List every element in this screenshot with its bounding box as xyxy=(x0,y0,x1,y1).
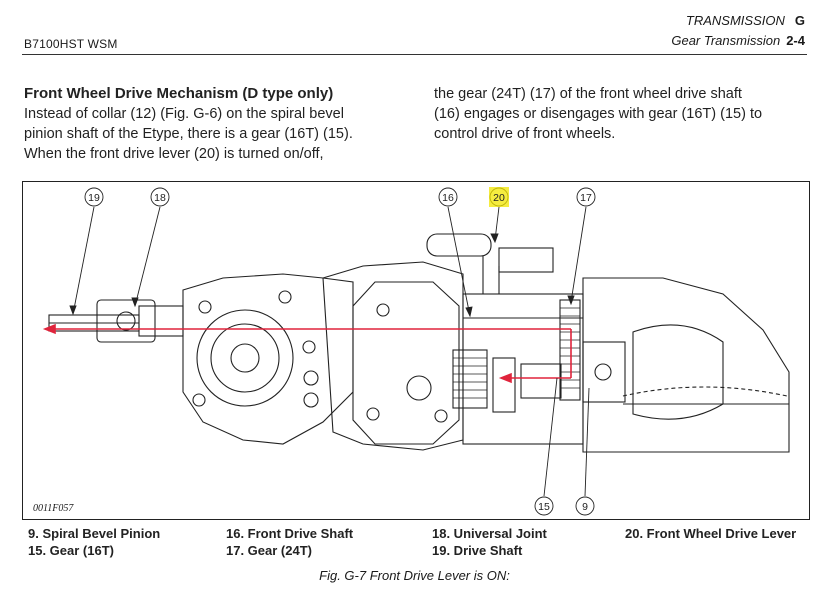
legend-item: 20. Front Wheel Drive Lever xyxy=(625,526,797,541)
hst-housing xyxy=(182,273,354,445)
callout-15-circle xyxy=(534,496,554,516)
manual-code: B7100HST WSM xyxy=(24,37,118,51)
callout-9-circle xyxy=(575,496,595,516)
legend-item: 9. Spiral Bevel Pinion xyxy=(28,526,161,541)
arrow-head-left xyxy=(42,323,56,335)
text-line: the gear (24T) (17) of the front wheel d… xyxy=(434,86,742,102)
legend-item: 19. Drive Shaft xyxy=(432,543,523,558)
figure-code: 0011F057 xyxy=(33,503,74,514)
text-line: When the front drive lever (20) is turne… xyxy=(24,146,324,162)
callout-17: 17 xyxy=(580,192,592,204)
hex-cover xyxy=(352,281,460,445)
section-letter: G xyxy=(794,13,805,28)
legend-column-2: 16. Front Drive Shaft 17. Gear (24T) xyxy=(226,525,353,559)
legend-item: 15. Gear (16T) xyxy=(28,543,114,558)
front-drive-lever-handle xyxy=(426,233,492,257)
section-name: TRANSMISSION xyxy=(685,13,785,28)
callout-19: 19 xyxy=(88,192,100,204)
subsection-name: Gear Transmission xyxy=(671,33,781,48)
legend-column-1: 9. Spiral Bevel Pinion 15. Gear (16T) xyxy=(28,525,160,559)
gear-case xyxy=(462,293,584,445)
legend-item: 17. Gear (24T) xyxy=(226,543,312,558)
transmission-diagram: 19 18 16 20 17 15 9 xyxy=(42,187,790,516)
subsection-title: Gear Transmission 2-4 xyxy=(671,33,805,48)
bevel-gear xyxy=(632,324,724,420)
page-number: 2-4 xyxy=(786,33,805,48)
legend-column-3: 18. Universal Joint 19. Drive Shaft xyxy=(432,525,547,559)
gear-24t xyxy=(559,299,581,401)
text-line: control drive of front wheels. xyxy=(434,126,616,142)
legend-item: 16. Front Drive Shaft xyxy=(226,526,354,541)
figure-caption: Fig. G-7 Front Drive Lever is ON: xyxy=(319,568,510,583)
legend-column-4: 20. Front Wheel Drive Lever xyxy=(625,525,796,542)
section-title: TRANSMISSION G xyxy=(686,13,805,28)
callout-19-circle xyxy=(84,187,104,207)
differential-case xyxy=(582,277,790,453)
pump-cover xyxy=(196,309,294,407)
power-flow xyxy=(42,323,572,384)
callout-17-circle xyxy=(576,187,596,207)
callout-20: 20 xyxy=(493,192,505,204)
universal-joint xyxy=(96,299,156,343)
callout-18-circle xyxy=(150,187,170,207)
text-line: pinion shaft of the Etype, there is a ge… xyxy=(24,126,353,142)
header-rule xyxy=(22,54,807,55)
callout-18: 18 xyxy=(154,192,166,204)
highlight-20 xyxy=(489,187,509,207)
gear-16t xyxy=(452,349,488,409)
text-column-left: Front Wheel Drive Mechanism (D type only… xyxy=(24,84,404,164)
text-line: Instead of collar (12) (Fig. G-6) on the… xyxy=(24,106,344,122)
arrow-head-lower xyxy=(498,372,512,384)
callout-9: 9 xyxy=(582,501,588,513)
callout-16-circle xyxy=(438,187,458,207)
figure-frame: 19 18 16 20 17 15 9 xyxy=(22,181,810,520)
section-heading: Front Wheel Drive Mechanism (D type only… xyxy=(24,85,334,102)
callout-15: 15 xyxy=(538,501,550,513)
text-column-right: the gear (24T) (17) of the front wheel d… xyxy=(434,84,812,144)
text-line: (16) engages or disengages with gear (16… xyxy=(434,106,763,122)
callout-16: 16 xyxy=(442,192,454,204)
spiral-bevel-pinion xyxy=(582,341,626,403)
legend-item: 18. Universal Joint xyxy=(432,526,547,541)
